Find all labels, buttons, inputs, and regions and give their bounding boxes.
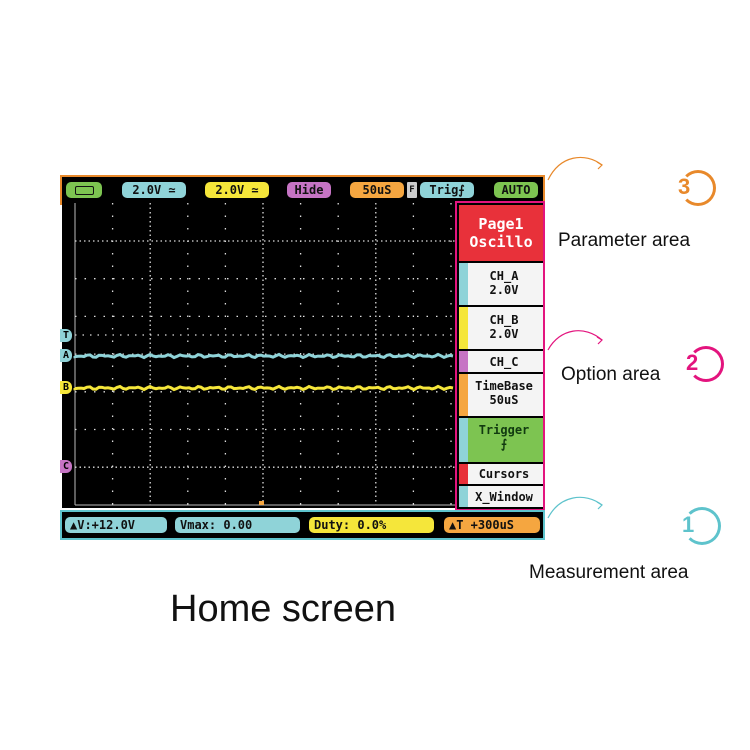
channel-b-trace [73, 384, 454, 392]
parameter-arrow-icon [547, 156, 603, 181]
duty-readout: Duty: 0.0% [309, 517, 434, 533]
ch-a-scale[interactable]: 2.0V ≃ [122, 182, 186, 198]
option-cursors[interactable]: Cursors [459, 464, 543, 484]
measurement-number-circle [683, 507, 721, 545]
option-label: CH_A [489, 269, 519, 283]
option-number: 2 [686, 350, 699, 375]
timebase-value[interactable]: 50uS [350, 182, 404, 198]
page-title-line1: Page1 [478, 215, 524, 233]
option-ch-c[interactable]: CH_C [459, 351, 543, 372]
trigger-position-marker [259, 501, 264, 505]
measurement-bar: ▲V:+12.0V Vmax: 0.00 Duty: 0.0% ▲T +300u… [60, 510, 545, 540]
delta-t-readout: ▲T +300uS [444, 517, 540, 533]
measurement-number: 1 [682, 512, 695, 537]
channel-c-marker[interactable]: C [60, 460, 72, 473]
option-label: Cursors [478, 467, 530, 481]
option-label: X_Window [475, 490, 533, 504]
option-value: 2.0V [489, 327, 519, 341]
option-trigger[interactable]: Trigger⨍ [459, 418, 543, 462]
waveform-screen[interactable]: T A B C [60, 203, 455, 508]
option-value: 50uS [489, 393, 519, 407]
vmax-readout: Vmax: 0.00 [175, 517, 300, 533]
option-area-label: Option area [561, 364, 661, 385]
annotation-arrows [547, 156, 603, 519]
option-label: Trigger [478, 423, 530, 437]
measurement-arrow-icon [547, 496, 603, 519]
parameter-bar: 2.0V ≃ 2.0V ≃ Hide 50uS F Trig⨍ AUTO [60, 175, 545, 205]
channel-a-marker[interactable]: A [60, 349, 72, 362]
trigger-mode-marker: F [407, 182, 417, 198]
caption: Home screen [170, 588, 396, 630]
run-mode[interactable]: AUTO [494, 182, 538, 198]
page-title-line2: Oscillo [469, 233, 533, 251]
trigger-edge-icon: ⨍ [500, 437, 508, 451]
ch-c-status[interactable]: Hide [287, 182, 331, 198]
battery-icon [66, 182, 102, 198]
option-number-circle [688, 346, 724, 382]
option-label: CH_B [489, 313, 519, 327]
channel-a-trace [73, 352, 454, 360]
option-arrow-icon [547, 330, 603, 351]
parameter-number: 3 [678, 174, 691, 199]
trigger-setting[interactable]: Trig⨍ [420, 182, 474, 198]
trigger-level-marker[interactable]: T [60, 329, 72, 342]
measurement-area-label: Measurement area [529, 562, 689, 583]
parameter-area-label: Parameter area [558, 230, 691, 251]
option-value: 2.0V [489, 283, 519, 297]
option-label: CH_C [489, 355, 519, 369]
channel-b-marker[interactable]: B [60, 381, 72, 394]
option-label: TimeBase [475, 379, 533, 393]
ch-b-scale[interactable]: 2.0V ≃ [205, 182, 269, 198]
waveform-grid [73, 203, 455, 506]
delta-v-readout: ▲V:+12.0V [65, 517, 167, 533]
page-title: Page1 Oscillo [459, 205, 543, 261]
option-x-window[interactable]: X_Window [459, 486, 543, 507]
parameter-number-circle [680, 170, 716, 206]
